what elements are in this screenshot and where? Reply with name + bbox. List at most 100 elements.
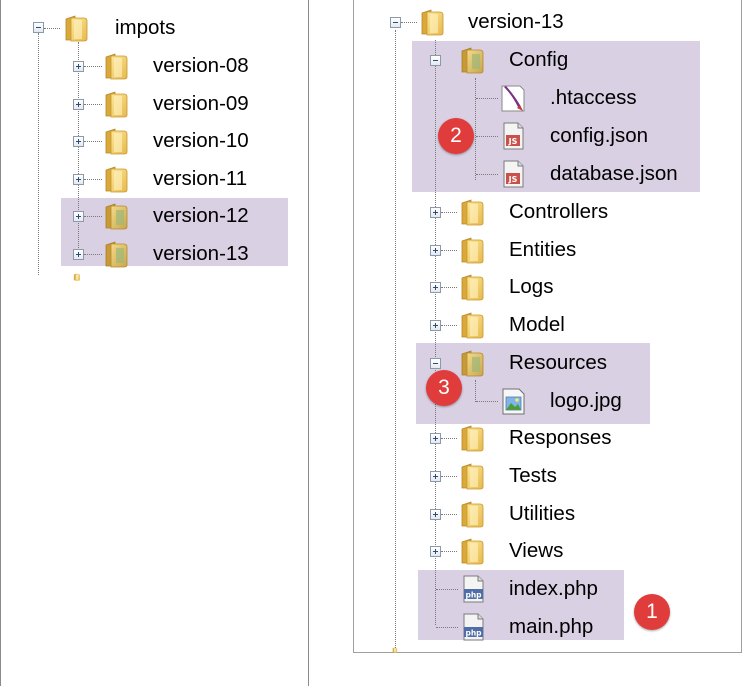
node-label: version-10 [153,129,249,152]
node-label: config.json [550,124,649,147]
tree-node-logo-jpg[interactable]: logo.jpg [355,383,735,419]
folder-icon [102,126,132,156]
image-file-icon [498,386,528,416]
tree-node-model[interactable]: Model [355,307,735,343]
json-file-icon [498,159,528,189]
node-label: version-13 [153,242,249,265]
node-label: Entities [509,238,577,261]
php-file-icon [458,574,488,604]
callout-badge-3: 3 [426,370,462,406]
expand-icon[interactable] [430,509,441,520]
node-label: Responses [509,426,612,449]
node-label: Controllers [509,200,609,223]
folder-icon [62,13,92,43]
tree-node-impots[interactable]: impots [0,10,300,46]
node-label: version-12 [153,204,249,227]
collapse-icon[interactable] [430,55,441,66]
folder-icon-partial [62,273,92,281]
tree-node-version-13-root[interactable]: version-13 [355,4,735,40]
tree-node-database-json[interactable]: database.json [355,156,735,192]
callout-badge-2: 2 [438,118,474,154]
folder-icon [102,51,132,81]
htaccess-file-icon [498,83,528,113]
config-highlight [412,41,700,192]
node-label: Tests [509,464,557,487]
tree-node-htaccess[interactable]: .htaccess [355,80,735,116]
folder-icon [102,201,132,231]
folder-icon [102,239,132,269]
node-label: Config [509,48,569,71]
collapse-icon[interactable] [390,17,401,28]
tree-node-resources[interactable]: Resources [355,345,735,381]
folder-icon [458,197,488,227]
node-label: .htaccess [550,86,637,109]
node-label: Views [509,539,564,562]
node-label: Resources [509,351,607,374]
expand-icon[interactable] [73,174,84,185]
node-label: impots [115,16,176,39]
folder-icon [458,310,488,340]
callout-badge-1: 1 [634,594,670,630]
php-file-icon [458,612,488,642]
tree-node-responses[interactable]: Responses [355,420,735,456]
collapse-icon[interactable] [430,358,441,369]
folder-icon [458,423,488,453]
tree-node-version-11[interactable]: version-11 [0,161,300,197]
node-label: index.php [509,577,598,600]
tree-node-version-08[interactable]: version-08 [0,48,300,84]
folder-icon [458,461,488,491]
tree-node-index-php[interactable]: index.php [355,571,735,607]
folder-icon [458,45,488,75]
expand-icon[interactable] [73,61,84,72]
folder-icon-partial [380,647,410,653]
expand-icon[interactable] [430,433,441,444]
left-pane-border [0,0,1,686]
folder-icon [458,235,488,265]
expand-icon[interactable] [430,207,441,218]
expand-icon[interactable] [73,136,84,147]
tree-node-version-10[interactable]: version-10 [0,123,300,159]
expand-icon[interactable] [73,99,84,110]
expand-icon[interactable] [430,245,441,256]
folder-icon [458,348,488,378]
pane-divider [308,0,309,686]
node-label: Utilities [509,502,576,525]
folder-icon [458,272,488,302]
tree-node-main-php[interactable]: main.php [355,609,735,645]
folder-icon [458,499,488,529]
node-label: logo.jpg [550,389,622,412]
tree-node-tests[interactable]: Tests [355,458,735,494]
expand-icon[interactable] [73,211,84,222]
tree-node-config[interactable]: Config [355,42,735,78]
expand-icon[interactable] [73,249,84,260]
right-tree-panel [353,0,742,653]
root-files-highlight [418,570,624,640]
folder-icon [418,7,448,37]
tree-node-version-12[interactable]: version-12 [0,198,300,234]
folder-icon [458,536,488,566]
json-file-icon [498,121,528,151]
expand-icon[interactable] [430,546,441,557]
tree-node-logs[interactable]: Logs [355,269,735,305]
node-label: Model [509,313,565,336]
node-label: main.php [509,615,594,638]
node-label: database.json [550,162,678,185]
folder-icon [102,89,132,119]
expand-icon[interactable] [430,471,441,482]
expand-icon[interactable] [430,320,441,331]
node-label: Logs [509,275,554,298]
folder-icon [102,164,132,194]
node-label: version-08 [153,54,249,77]
tree-node-config-json[interactable]: config.json [355,118,735,154]
tree-node-entities[interactable]: Entities [355,232,735,268]
node-label: version-13 [468,10,564,33]
tree-node-views[interactable]: Views [355,533,735,569]
tree-node-version-13[interactable]: version-13 [0,236,300,272]
tree-node-controllers[interactable]: Controllers [355,194,735,230]
expand-icon[interactable] [430,282,441,293]
node-label: version-11 [153,167,248,190]
tree-node-version-09[interactable]: version-09 [0,86,300,122]
tree-node-utilities[interactable]: Utilities [355,496,735,532]
node-label: version-09 [153,92,249,115]
collapse-icon[interactable] [33,22,44,33]
